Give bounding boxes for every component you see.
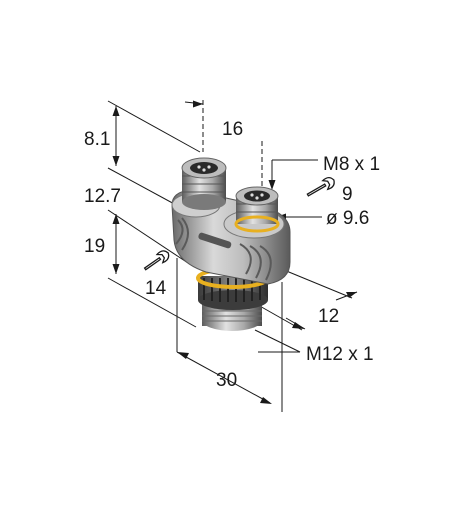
m8-socket-left bbox=[181, 157, 227, 210]
dim-12: 12 bbox=[318, 306, 339, 327]
wrench-icon bbox=[143, 250, 170, 271]
dim-8-1: 8.1 bbox=[84, 129, 110, 150]
dim-m12-thread: M12 x 1 bbox=[306, 344, 374, 365]
dim-30: 30 bbox=[216, 370, 237, 391]
dim-diameter-9-6: ø 9.6 bbox=[326, 208, 369, 229]
dim-12-7: 12.7 bbox=[84, 186, 121, 207]
dim-m8-thread: M8 x 1 bbox=[323, 154, 380, 175]
connector-illustration bbox=[171, 157, 291, 331]
dim-16: 16 bbox=[222, 119, 243, 140]
dim-wrench-9: 9 bbox=[342, 184, 353, 205]
dim-19: 19 bbox=[84, 236, 105, 257]
m12-male-connector bbox=[196, 267, 270, 331]
dim-wrench-14: 14 bbox=[145, 278, 167, 299]
wrench-icon bbox=[306, 176, 335, 197]
m8-socket-right bbox=[234, 186, 280, 233]
